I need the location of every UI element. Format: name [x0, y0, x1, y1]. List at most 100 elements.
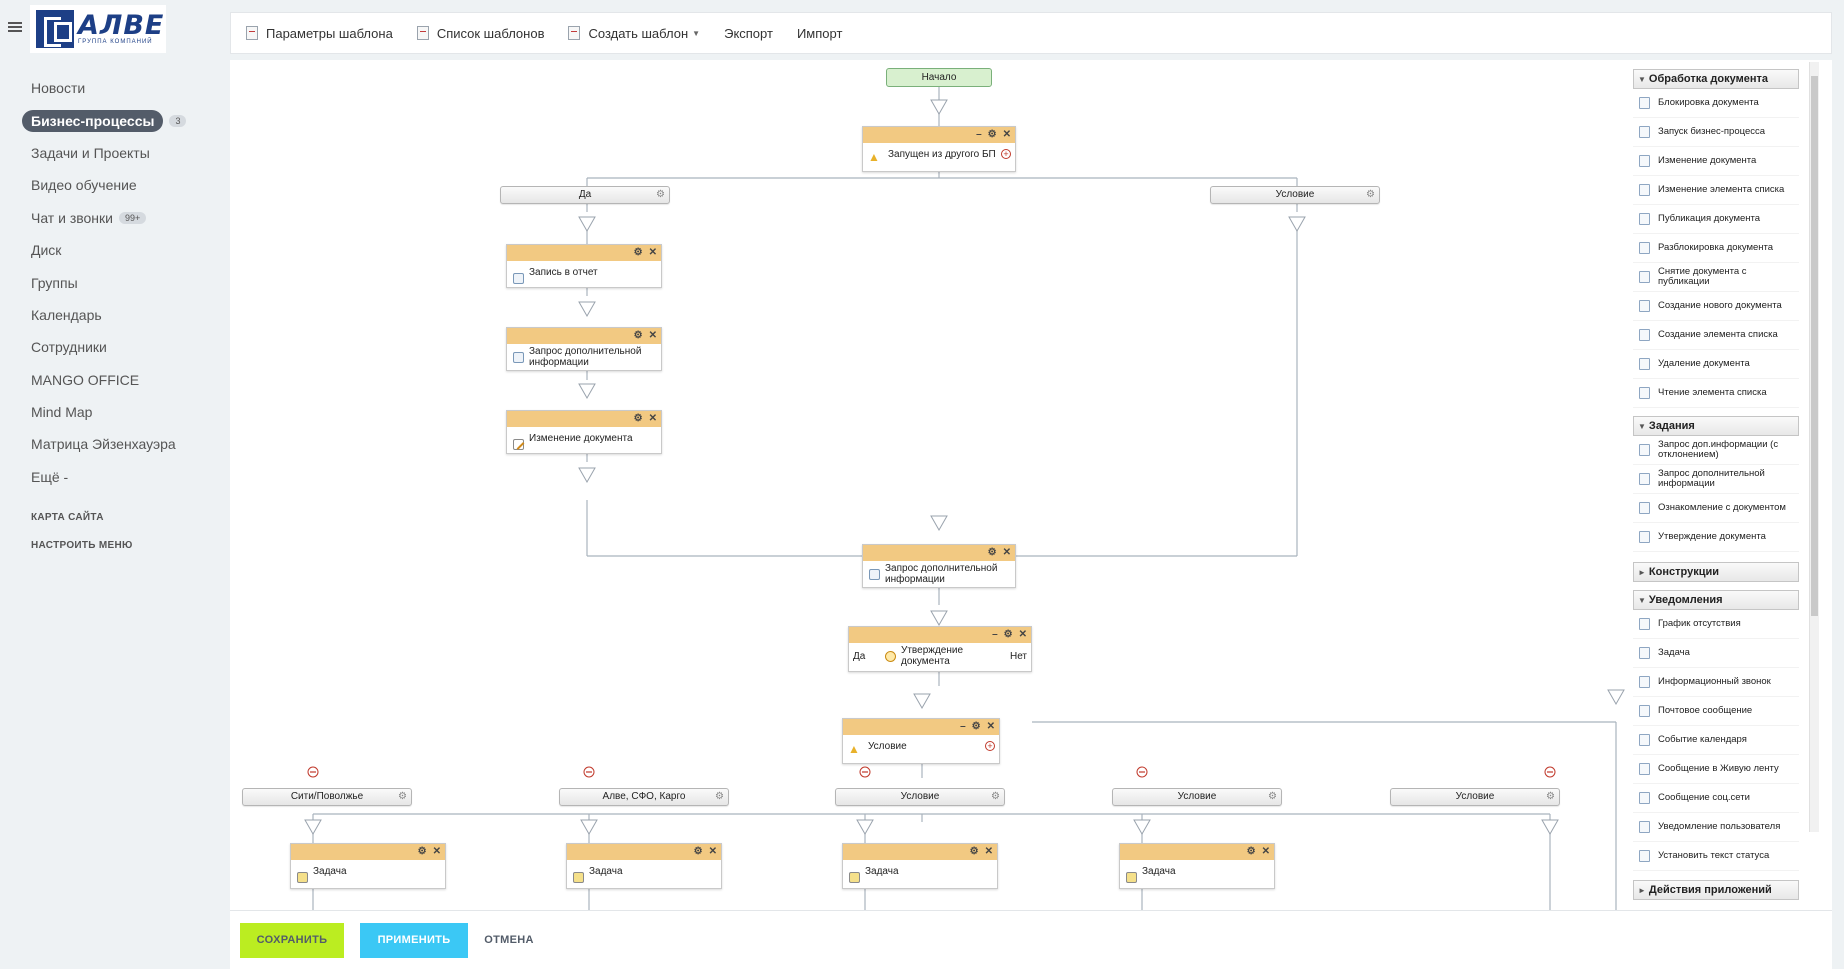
gear-icon[interactable]: ⚙ — [398, 791, 407, 802]
close-icon[interactable]: ✕ — [432, 846, 441, 857]
palette-notif-item[interactable]: Информационный звонок — [1633, 668, 1799, 697]
palette-doc-item[interactable]: Чтение элемента списка — [1633, 379, 1799, 408]
save-button[interactable]: СОХРАНИТЬ — [240, 922, 344, 958]
template-params-button[interactable]: Параметры шаблона — [246, 26, 393, 41]
palette-doc-item[interactable]: Разблокировка документа — [1633, 234, 1799, 263]
close-icon[interactable]: ✕ — [1002, 129, 1011, 140]
palette-notif-item[interactable]: Задача — [1633, 639, 1799, 668]
branch-condition-4[interactable]: Условие⚙ — [1112, 788, 1282, 806]
task-block-3[interactable]: ⚙✕ Задача — [842, 843, 998, 889]
export-button[interactable]: Экспорт — [724, 25, 773, 41]
palette-doc-item[interactable]: Снятие документа с публикации — [1633, 263, 1799, 292]
palette-notif-item[interactable]: Сообщение в Живую ленту — [1633, 755, 1799, 784]
create-template-button[interactable]: Создать шаблон▼ — [568, 26, 700, 41]
sidebar-item-0[interactable]: Новости — [20, 72, 186, 104]
close-icon[interactable]: ✕ — [1018, 629, 1027, 640]
sidebar-item-10[interactable]: Mind Map — [20, 396, 186, 428]
palette-task-item[interactable]: Утверждение документа — [1633, 523, 1799, 552]
close-icon[interactable]: ✕ — [708, 846, 717, 857]
palette-task-item[interactable]: Запрос дополнительной информации — [1633, 465, 1799, 494]
sidebar-item-7[interactable]: Календарь — [20, 299, 186, 331]
gear-icon[interactable]: ⚙ — [1003, 629, 1013, 640]
close-icon[interactable]: ✕ — [648, 330, 657, 341]
gear-icon[interactable]: ⚙ — [971, 721, 981, 732]
task-block-1[interactable]: ⚙✕ Задача — [290, 843, 446, 889]
apply-button[interactable]: ПРИМЕНИТЬ — [360, 922, 468, 958]
site-map-link[interactable]: КАРТА САЙТА — [31, 512, 104, 523]
sidebar-item-3[interactable]: Видео обучение — [20, 169, 186, 201]
gear-icon[interactable]: ⚙ — [1246, 846, 1256, 857]
gear-icon[interactable]: ⚙ — [1268, 791, 1277, 802]
add-branch-icon[interactable]: + — [1001, 149, 1011, 159]
gear-icon[interactable]: ⚙ — [656, 189, 665, 200]
request-info-block-main[interactable]: ⚙✕ Запрос дополнительной информации — [862, 544, 1016, 588]
branch-alve[interactable]: Алве, СФО, Карго⚙ — [559, 788, 729, 806]
launched-from-bp-block[interactable]: –⚙✕ Запущен из другого БП + — [862, 126, 1016, 172]
minimize-icon[interactable]: – — [992, 629, 998, 640]
gear-icon[interactable]: ⚙ — [969, 846, 979, 857]
gear-icon[interactable]: ⚙ — [633, 413, 643, 424]
gear-icon[interactable]: ⚙ — [1546, 791, 1555, 802]
start-node[interactable]: Начало — [886, 68, 992, 87]
gear-icon[interactable]: ⚙ — [693, 846, 703, 857]
palette-notif-item[interactable]: Сообщение соц.сети — [1633, 784, 1799, 813]
palette-header-tasks[interactable]: ▼Задания — [1633, 416, 1799, 436]
task-block-2[interactable]: ⚙✕ Задача — [566, 843, 722, 889]
scrollbar-thumb[interactable] — [1811, 76, 1818, 616]
palette-notif-item[interactable]: График отсутствия — [1633, 610, 1799, 639]
configure-menu-link[interactable]: НАСТРОИТЬ МЕНЮ — [31, 540, 133, 551]
branch-yes[interactable]: Да⚙ — [500, 186, 670, 204]
palette-notif-item[interactable]: Событие календаря — [1633, 726, 1799, 755]
template-list-button[interactable]: Список шаблонов — [416, 26, 544, 41]
palette-header-notifications[interactable]: ▼Уведомления — [1633, 590, 1799, 610]
request-info-block[interactable]: ⚙✕ Запрос дополнительной информации — [506, 327, 662, 371]
palette-header-doc-processing[interactable]: ▼Обработка документа — [1633, 69, 1799, 89]
palette-doc-item[interactable]: Блокировка документа — [1633, 89, 1799, 118]
sidebar-item-8[interactable]: Сотрудники — [20, 331, 186, 363]
write-report-block[interactable]: ⚙✕ Запись в отчет — [506, 244, 662, 288]
palette-task-item[interactable]: Запрос доп.информации (с отклонением) — [1633, 436, 1799, 465]
close-icon[interactable]: ✕ — [1002, 547, 1011, 558]
palette-header-constructions[interactable]: ►Конструкции — [1633, 562, 1799, 582]
cancel-button[interactable]: ОТМЕНА — [484, 934, 534, 946]
palette-doc-item[interactable]: Публикация документа — [1633, 205, 1799, 234]
gear-icon[interactable]: ⚙ — [633, 330, 643, 341]
close-icon[interactable]: ✕ — [984, 846, 993, 857]
approve-document-block[interactable]: –⚙✕ Утверждение документа Да Нет — [848, 626, 1032, 672]
company-logo[interactable]: АЛВЕ ГРУППА КОМПАНИЙ — [30, 5, 166, 53]
branch-condition-5[interactable]: Условие⚙ — [1390, 788, 1560, 806]
close-icon[interactable]: ✕ — [648, 247, 657, 258]
sidebar-item-12[interactable]: Ещё - — [20, 461, 186, 493]
gear-icon[interactable]: ⚙ — [715, 791, 724, 802]
branch-condition[interactable]: Условие⚙ — [1210, 186, 1380, 204]
condition-block[interactable]: –⚙✕ Условие + — [842, 718, 1000, 764]
palette-doc-item[interactable]: Изменение элемента списка — [1633, 176, 1799, 205]
import-button[interactable]: Импорт — [796, 25, 843, 41]
palette-doc-item[interactable]: Создание элемента списка — [1633, 321, 1799, 350]
branch-city[interactable]: Сити/Поволжье⚙ — [242, 788, 412, 806]
palette-notif-item[interactable]: Уведомление пользователя — [1633, 813, 1799, 842]
gear-icon[interactable]: ⚙ — [1366, 189, 1375, 200]
minimize-icon[interactable]: – — [976, 129, 982, 140]
add-branch-icon[interactable]: + — [985, 741, 995, 751]
change-document-block[interactable]: ⚙✕ Изменение документа — [506, 410, 662, 454]
palette-header-app-actions[interactable]: ►Действия приложений — [1633, 880, 1799, 900]
task-block-4[interactable]: ⚙✕ Задача — [1119, 843, 1275, 889]
palette-notif-item[interactable]: Установить текст статуса — [1633, 842, 1799, 871]
sidebar-item-6[interactable]: Группы — [20, 266, 186, 298]
palette-doc-item[interactable]: Удаление документа — [1633, 350, 1799, 379]
sidebar-item-9[interactable]: MANGO OFFICE — [20, 364, 186, 396]
sidebar-item-2[interactable]: Задачи и Проекты — [20, 137, 186, 169]
gear-icon[interactable]: ⚙ — [633, 247, 643, 258]
palette-notif-item[interactable]: Почтовое сообщение — [1633, 697, 1799, 726]
close-icon[interactable]: ✕ — [986, 721, 995, 732]
gear-icon[interactable]: ⚙ — [417, 846, 427, 857]
close-icon[interactable]: ✕ — [648, 413, 657, 424]
palette-scrollbar[interactable] — [1809, 62, 1819, 832]
sidebar-item-5[interactable]: Диск — [20, 234, 186, 266]
gear-icon[interactable]: ⚙ — [991, 791, 1000, 802]
branch-condition-3[interactable]: Условие⚙ — [835, 788, 1005, 806]
minimize-icon[interactable]: – — [960, 721, 966, 732]
